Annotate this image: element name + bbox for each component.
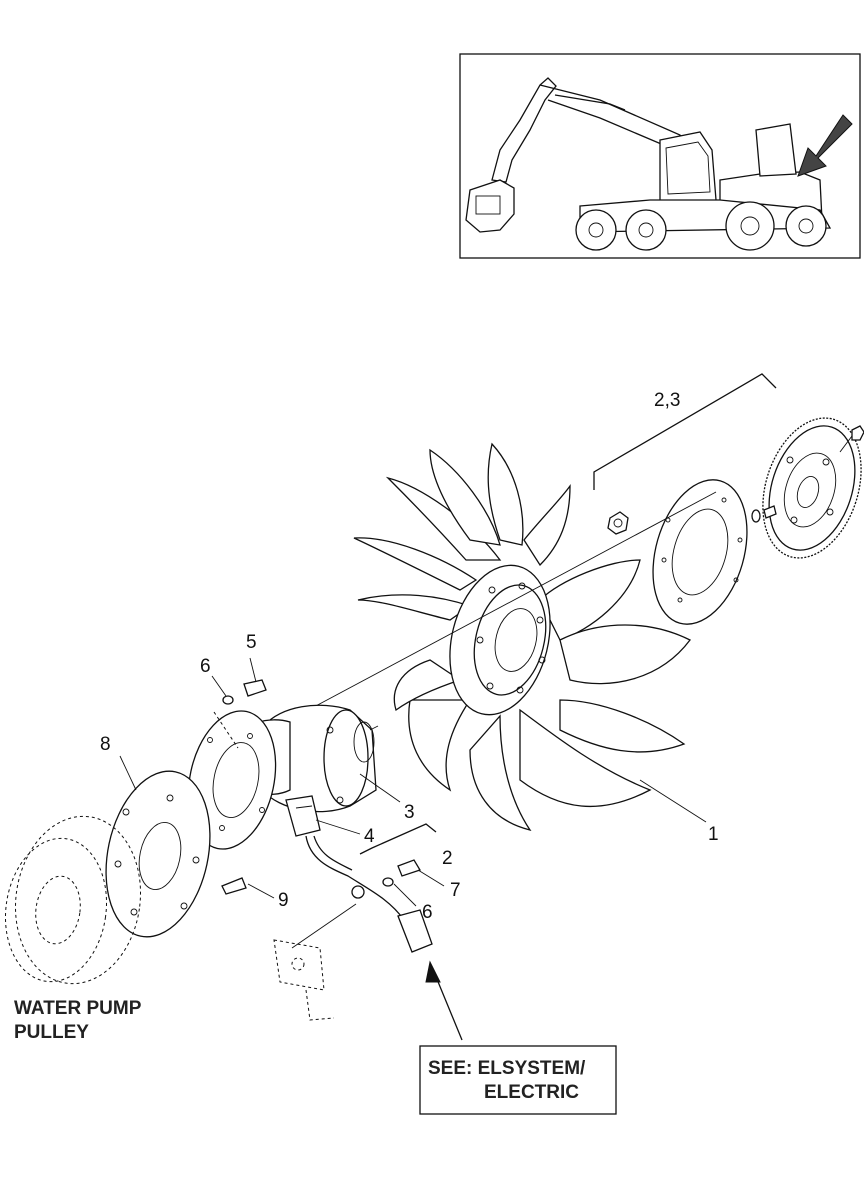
see-reference-arrow bbox=[425, 960, 463, 1041]
bolt-5 bbox=[243, 679, 267, 697]
mounting-bracket bbox=[273, 903, 357, 1021]
callout-9: 9 bbox=[278, 890, 289, 911]
plate-bolt bbox=[751, 505, 777, 523]
water-pump-plate bbox=[105, 770, 211, 938]
bracket-2 bbox=[359, 823, 437, 855]
harvester-machine-icon bbox=[465, 77, 832, 251]
drive-ring-gear bbox=[762, 417, 862, 559]
water-pump-label-line1: WATER PUMP bbox=[14, 998, 142, 1019]
callout-1: 1 bbox=[708, 824, 719, 845]
mounting-flange bbox=[187, 710, 277, 850]
washer-6-bottom bbox=[382, 877, 394, 887]
callout-4: 4 bbox=[364, 826, 375, 847]
water-pump-pulley bbox=[4, 815, 141, 985]
callout-3: 3 bbox=[404, 802, 415, 823]
nut-top-right bbox=[839, 425, 864, 453]
adapter-plate bbox=[652, 479, 748, 625]
see-label-line1: SEE: ELSYSTEM/ bbox=[428, 1058, 586, 1079]
cooling-fan bbox=[353, 442, 691, 832]
callout-6-top: 6 bbox=[200, 656, 211, 677]
fan-nut bbox=[607, 511, 629, 535]
machine-locator-inset bbox=[459, 53, 861, 259]
locator-arrow-icon bbox=[797, 114, 853, 177]
bolt-7 bbox=[397, 859, 421, 877]
callout-6-bottom: 6 bbox=[422, 902, 433, 923]
bolt-9 bbox=[221, 877, 247, 895]
callout-8: 8 bbox=[100, 734, 111, 755]
see-label-line2: ELECTRIC bbox=[484, 1082, 579, 1103]
see-reference-box: SEE: ELSYSTEM/ ELECTRIC bbox=[419, 1045, 617, 1115]
callout-2-3: 2,3 bbox=[654, 390, 680, 411]
bracket-2-3 bbox=[593, 373, 777, 490]
callout-7: 7 bbox=[450, 880, 461, 901]
callout-2: 2 bbox=[442, 848, 453, 869]
washer-6-top bbox=[222, 695, 234, 705]
callout-5: 5 bbox=[246, 632, 257, 653]
assembly-centerline bbox=[311, 491, 717, 709]
clutch-connector bbox=[285, 795, 433, 953]
water-pump-label-line2: PULLEY bbox=[14, 1022, 89, 1043]
